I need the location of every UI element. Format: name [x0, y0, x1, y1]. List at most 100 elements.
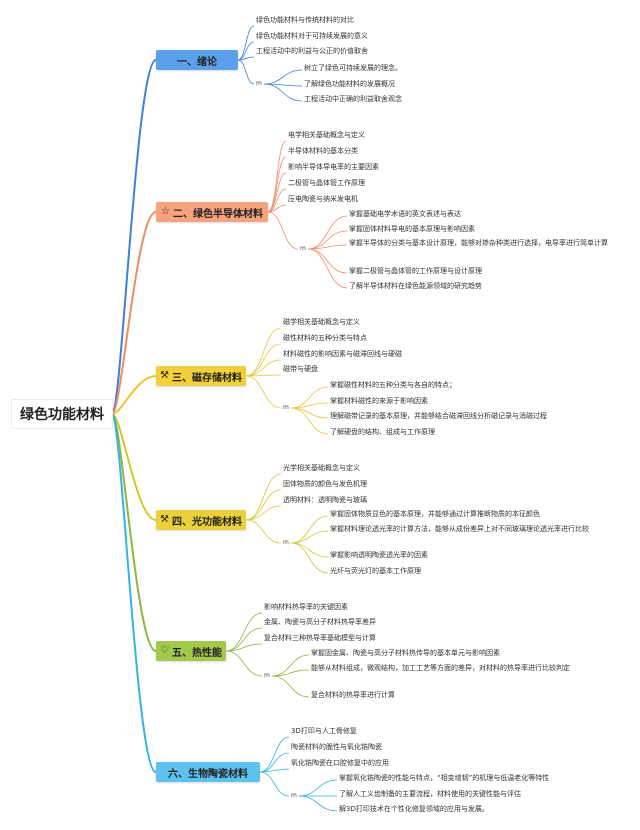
- leaf-item[interactable]: 磁带与硬盘: [283, 365, 318, 373]
- connector-line: [245, 343, 282, 377]
- branch-connector: [111, 375, 157, 415]
- branch-label: 二、绿色半导体材料: [172, 208, 263, 220]
- leaf-item[interactable]: 磁性材料的五种分类与特点: [283, 334, 367, 342]
- objective-item[interactable]: 掌握固体物质显色的基本原理，并能够通过计算推断物质的本征颜色: [330, 510, 540, 518]
- connector-line: [307, 248, 348, 274]
- connector-line: [290, 530, 329, 544]
- connector-line: [237, 59, 255, 85]
- objective-item[interactable]: 掌握磁性材料的五种分类与各自的特点；: [330, 381, 456, 389]
- connector-line: [267, 211, 299, 250]
- marker-node[interactable]: m: [300, 245, 306, 252]
- connector-line: [225, 612, 263, 652]
- leaf-item[interactable]: 材料磁性的影响因素与磁滞回线与硬磁: [283, 350, 402, 358]
- objective-item[interactable]: 了解半导体材料在绿色能源领域的研究趋势: [349, 282, 482, 290]
- connector-line: [307, 244, 348, 250]
- objective-item[interactable]: 掌握二极管与晶体管的工作原理与设计原理: [349, 267, 482, 275]
- leaf-item[interactable]: 电学相关基础概念与定义: [288, 131, 365, 139]
- connector-line: [298, 795, 338, 812]
- branch-bioceramics[interactable]: 六、生物陶瓷材料: [156, 762, 260, 782]
- leaf-item[interactable]: 复合材料三种热导率基础模型与计算: [264, 634, 376, 642]
- connector-line: [290, 542, 329, 558]
- leaf-item[interactable]: 工程活动中的利益与公正的价值取舍: [256, 47, 368, 55]
- connector-line: [271, 669, 310, 677]
- branch-optical-materials[interactable]: ⚒ 四、光功能材料: [156, 510, 246, 530]
- connector-line: [237, 56, 255, 61]
- objective-item[interactable]: 了解人工义齿制备的主要流程，材料使用的关键性能与评估: [339, 790, 521, 798]
- leaf-item[interactable]: 磁学相关基础概念与定义: [283, 318, 360, 326]
- leaf-item[interactable]: 影响材料热导率的关键因素: [264, 603, 348, 611]
- objective-item[interactable]: 掌握半导体的分类与基本设计原理，能够对掺杂种类进行选择，电导率进行简单计算: [349, 239, 608, 247]
- connector-line: [259, 768, 290, 773]
- connector-line: [245, 519, 282, 544]
- objective-item[interactable]: 掌握基础电学术语的英文表述与表达: [349, 210, 461, 218]
- connector-line: [271, 654, 310, 677]
- leaf-item[interactable]: 压电陶瓷与纳米发电机: [288, 195, 358, 203]
- marker-node[interactable]: m: [256, 80, 262, 87]
- root-topic[interactable]: 绿色功能材料: [12, 400, 112, 428]
- marker-node[interactable]: m: [283, 539, 289, 546]
- leaf-item[interactable]: 氧化锆陶瓷在口腔修复中的应用: [291, 759, 389, 767]
- objective-item[interactable]: 树立了绿色可持续发展的理念。: [304, 64, 402, 72]
- branch-label: 三、磁存储材料: [171, 372, 242, 384]
- objective-item[interactable]: 掌握固金属、陶瓷与高分子材料热传导的基本单元与影响因素: [311, 649, 500, 657]
- leaf-item[interactable]: 金属、陶瓷与高分子材料热导率差异: [264, 618, 376, 626]
- branch-introduction[interactable]: 一、绪论: [156, 50, 238, 70]
- marker-node[interactable]: m: [283, 404, 289, 411]
- branch-connector: [111, 59, 157, 415]
- connector-line: [290, 407, 329, 435]
- leaf-item[interactable]: 二极管与晶体管工作原理: [288, 179, 365, 187]
- connector-line: [225, 643, 263, 652]
- connector-line: [259, 736, 290, 773]
- connector-line: [267, 204, 287, 213]
- objective-item[interactable]: 了解硬盘的结构、组成与工作原理: [330, 428, 435, 436]
- connector-line: [290, 515, 329, 544]
- leaf-item[interactable]: 3D打印与人工骨修复: [291, 727, 357, 735]
- marker-node[interactable]: m: [291, 792, 297, 799]
- leaf-item[interactable]: 透明材料：透明陶瓷与玻璃: [283, 496, 367, 504]
- leaf-item[interactable]: 影响半导体导电率的主要因素: [288, 163, 379, 171]
- objective-item[interactable]: 掌握氧化锆陶瓷的性能与特点，“相变增韧”的机理与低温老化等特性: [339, 774, 550, 782]
- branch-connector: [111, 211, 157, 415]
- connector-line: [245, 505, 282, 521]
- objective-item[interactable]: 解3D打印技术在个性化修复领域的应用与发展。: [339, 805, 489, 813]
- objective-item[interactable]: 掌握固体材料导电的基本原理与影响因素: [349, 225, 475, 233]
- leaf-item[interactable]: 绿色功能材料与传统材料的对比: [256, 16, 354, 24]
- branch-label: 五、热性能: [171, 647, 222, 659]
- objective-item[interactable]: 光纤与荧光灯的基本工作原理: [330, 567, 421, 575]
- branch-green-semiconductor[interactable]: ☆ 二、绿色半导体材料: [156, 202, 268, 222]
- leaf-item[interactable]: 固体物质的颜色与发色机理: [283, 480, 367, 488]
- branch-connector: [111, 413, 157, 521]
- connector-line: [237, 25, 255, 61]
- connector-line: [263, 83, 303, 102]
- connector-line: [290, 542, 329, 574]
- objective-item[interactable]: 了解绿色功能材料的发展概况: [304, 80, 395, 88]
- connector-line: [259, 752, 290, 773]
- connector-line: [267, 172, 287, 213]
- connector-line: [307, 248, 348, 289]
- tools-icon: ⚒: [160, 514, 169, 525]
- objective-item[interactable]: 掌握材料磁性的来源于影响因素: [330, 397, 428, 405]
- objective-item[interactable]: 能够从材料组成，微观结构，加工工艺等方面的差异，对材料的热导率进行比较判定: [311, 664, 570, 672]
- connector-line: [237, 41, 255, 61]
- leaf-item[interactable]: 光学相关基础概念与定义: [283, 464, 360, 472]
- objective-item[interactable]: 理解磁带记录的基本原理，并能够结合磁滞回线分析磁记录与消磁过程: [330, 412, 547, 420]
- marker-node[interactable]: m: [264, 672, 270, 679]
- objective-item[interactable]: 复合材料的热导率进行计算: [311, 691, 395, 699]
- tools-icon: ⚒: [160, 370, 169, 381]
- connector-line: [225, 627, 263, 652]
- connector-line: [267, 188, 287, 213]
- connector-line: [245, 374, 282, 377]
- connector-line: [225, 650, 263, 677]
- leaf-item[interactable]: 陶瓷材料的脆性与氧化锆陶瓷: [291, 743, 382, 751]
- objective-item[interactable]: 掌握影响透明陶瓷透光率的因素: [330, 551, 428, 559]
- connector-line: [263, 69, 303, 85]
- branch-thermal-properties[interactable]: ♡ 五、热性能: [156, 641, 226, 661]
- connector-line: [259, 771, 290, 797]
- leaf-item[interactable]: 半导体材料的基本分类: [288, 147, 358, 155]
- branch-magnetic-storage[interactable]: ⚒ 三、磁存储材料: [156, 366, 246, 386]
- leaf-item[interactable]: 绿色功能材料对于可持续发展的意义: [256, 32, 368, 40]
- objective-item[interactable]: 工程活动中正确的利益取舍观念: [304, 95, 402, 103]
- connector-line: [245, 473, 282, 521]
- objective-item[interactable]: 掌握材料理论透光率的计算方法，能够从成份差异上对不同玻璃理论透光率进行比较: [330, 525, 589, 533]
